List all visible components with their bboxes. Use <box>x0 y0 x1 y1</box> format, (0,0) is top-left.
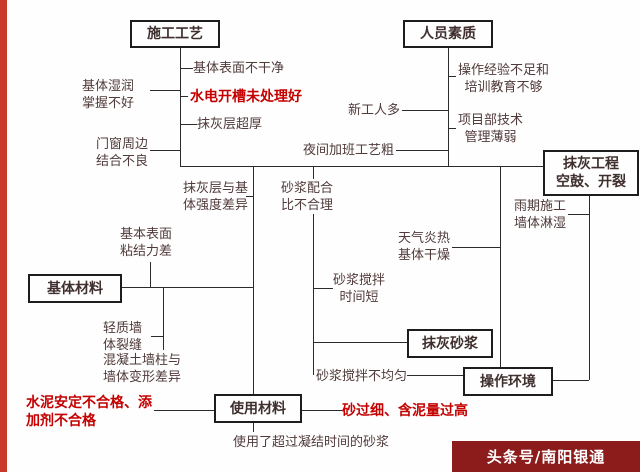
connector-line <box>163 287 164 350</box>
connector-line <box>396 150 448 151</box>
cause-label-concrete-deform-diff: 混凝土墙柱与 墙体变形差异 <box>103 353 182 385</box>
category-box-plaster-mortar: 抹灰砂浆 <box>407 329 493 358</box>
connector-line <box>407 375 463 376</box>
cause-label-base-wetting: 基体湿润 掌握不好 <box>82 79 135 111</box>
cause-label-rainy-wet-wall: 雨期施工 墙体淋湿 <box>514 199 567 231</box>
category-box-personnel-quality: 人员素质 <box>403 20 493 48</box>
cause-label-night-shift-rough: 夜间加班工艺粗 <box>303 143 395 158</box>
connector-line <box>150 150 180 151</box>
cause-label-project-mgmt-weak: 项目部技术 管理薄弱 <box>458 113 524 145</box>
cause-label-new-workers: 新工人多 <box>348 103 401 118</box>
cause-label-fine-sand-mud: 砂过细、含泥量过高 <box>342 403 468 419</box>
cause-label-experience-training: 操作经验不足和 培训教育不够 <box>458 63 550 95</box>
category-box-base-material: 基体材料 <box>28 274 122 303</box>
cause-label-mix-ratio-bad: 砂浆配合 比不合理 <box>281 181 334 213</box>
connector-line <box>151 336 163 337</box>
cause-label-surface-not-clean: 基体表面不干净 <box>193 61 285 76</box>
cause-label-plaster-too-thick: 抹灰层超厚 <box>197 117 263 132</box>
cause-label-hydro-slot-untreated: 水电开槽未处理好 <box>190 89 302 105</box>
watermark-banner: 头条号/南阳银通 <box>452 441 640 472</box>
connector-line <box>448 44 449 166</box>
connector-line <box>180 96 188 97</box>
connector-line <box>549 380 589 381</box>
connector-line <box>118 287 253 288</box>
connector-line <box>402 110 448 111</box>
cause-label-strength-difference: 抹灰层与基 体强度差异 <box>183 181 249 213</box>
connector-line <box>313 288 333 289</box>
category-box-construction-process: 施工工艺 <box>130 20 220 48</box>
cause-label-expired-mortar: 使用了超过凝结时间的砂浆 <box>233 435 390 450</box>
connector-line <box>150 90 180 91</box>
connector-line <box>568 214 589 215</box>
connector-line <box>180 44 181 166</box>
connector-line <box>180 68 193 69</box>
connector-line <box>589 192 590 380</box>
connector-line <box>500 166 501 367</box>
cause-label-cement-additive-bad: 水泥安定不合格、添 加剂不合格 <box>26 395 152 429</box>
spine-line <box>180 166 543 167</box>
category-box-used-material: 使用材料 <box>214 394 302 423</box>
connector-line <box>253 419 254 432</box>
connector-line <box>298 410 342 411</box>
category-box-operating-environment: 操作环境 <box>463 367 553 396</box>
left-accent-strip <box>0 0 7 472</box>
connector-line <box>154 410 214 411</box>
cause-label-door-window-bond: 门窗周边 结合不良 <box>96 137 149 169</box>
cause-label-uneven-mixing: 砂浆搅拌不均匀 <box>316 369 408 384</box>
connector-line <box>448 128 456 129</box>
connector-line <box>313 214 314 375</box>
connector-line <box>253 166 254 394</box>
connector-line <box>313 342 407 343</box>
connector-line <box>150 262 151 287</box>
cause-label-poor-adhesion: 基本表面 粘结力差 <box>120 227 173 259</box>
cause-label-light-wall-crack: 轻质墙 体裂缝 <box>103 321 143 353</box>
connector-line <box>452 247 500 248</box>
cause-label-short-mix-time: 砂浆搅拌 时间短 <box>333 273 386 305</box>
connector-line <box>313 166 314 179</box>
connector-line <box>246 196 253 197</box>
connector-line <box>180 124 197 125</box>
effect-box-plaster-hollow-crack: 抹灰工程 空鼓、开裂 <box>543 150 639 196</box>
connector-line <box>448 76 456 77</box>
cause-label-hot-weather-dry: 天气炎热 基体干燥 <box>398 231 451 263</box>
